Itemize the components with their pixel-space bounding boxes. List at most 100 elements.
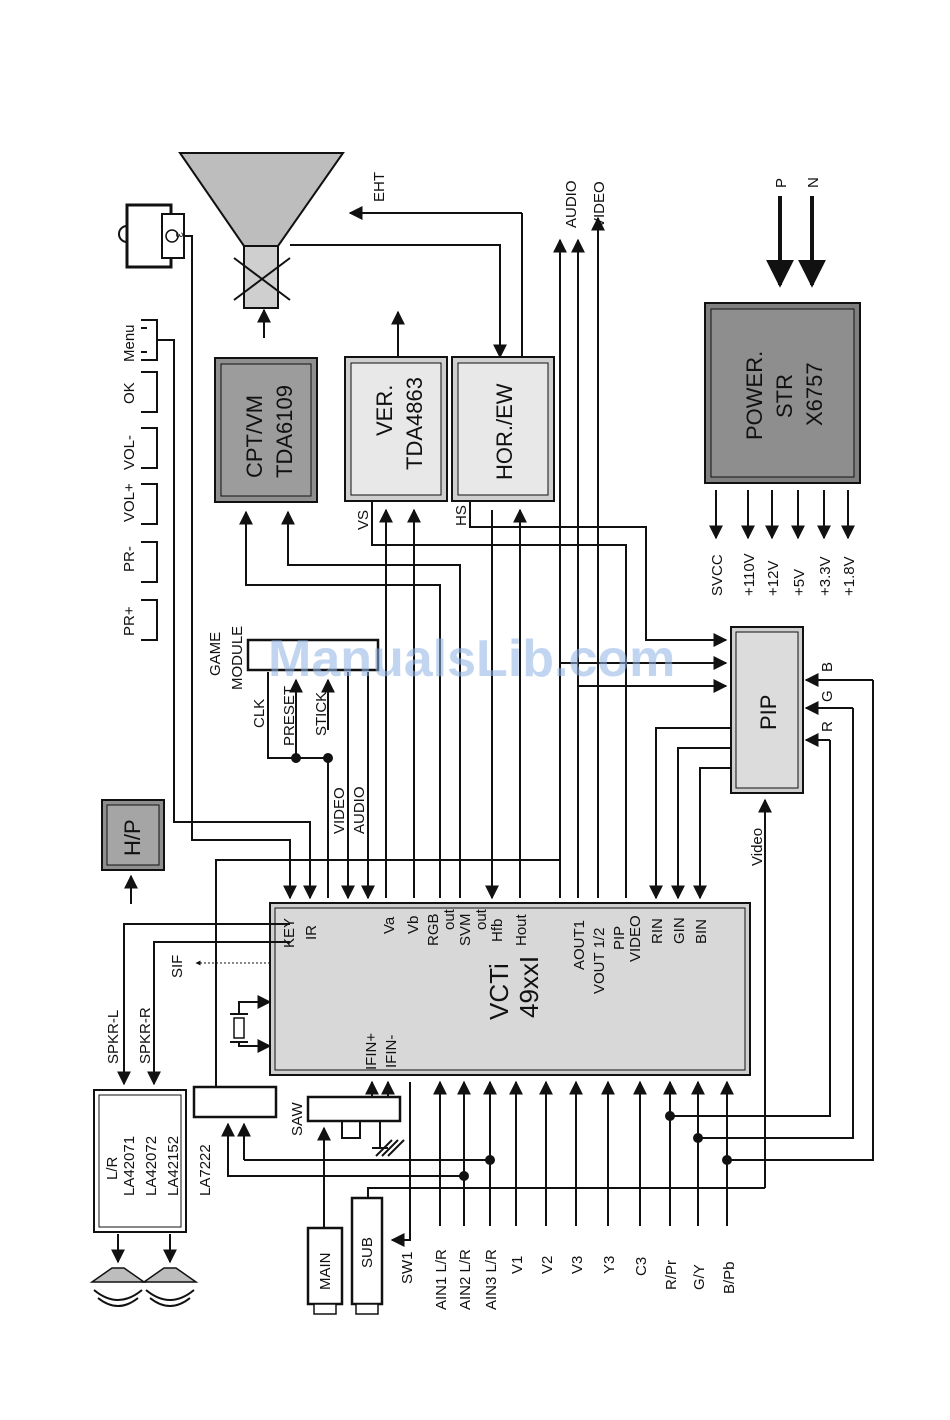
main-label: MAIN [317, 1253, 334, 1291]
key-label-3: VOL+ [121, 483, 138, 522]
game-line2: MODULE [229, 626, 246, 690]
cpt-vm-block [214, 357, 318, 503]
pin-ir: IR [303, 925, 320, 940]
sw1-label: SW1 [399, 1251, 416, 1284]
pip-b-label: B [819, 662, 836, 672]
input-label-9: G/Y [691, 1264, 708, 1290]
la7222-block [192, 1085, 278, 1119]
sub-label: SUB [359, 1237, 376, 1268]
vs-label: VS [355, 510, 372, 530]
rail-label-1: +110V [741, 553, 758, 596]
input-label-7: C3 [633, 1257, 650, 1276]
rail-label-5: +1.8V [841, 556, 858, 596]
amp-line1: L/R [104, 1156, 121, 1180]
pip-block [730, 626, 804, 794]
pin-aout1: AOUT1 [571, 920, 588, 970]
hor-line1: HOR./EW [492, 383, 517, 480]
eht-line [348, 206, 523, 357]
input-label-4: V2 [539, 1256, 556, 1274]
pin-svm: SVM [457, 913, 474, 946]
input-label-3: V1 [509, 1256, 526, 1274]
game-audio-label: AUDIO [351, 786, 368, 834]
pip-label: PIP [756, 695, 781, 730]
cpt-line1: CPT/VM [242, 395, 267, 478]
hor-block [451, 356, 555, 502]
crystal [230, 995, 272, 1053]
preset-label: PRESET [281, 686, 298, 746]
vcti-block [269, 902, 751, 1076]
amp-block [93, 1089, 187, 1233]
pin-rin: RIN [649, 918, 666, 944]
clk-label: CLK [251, 699, 268, 728]
key-label-1: OK [121, 382, 138, 404]
ver-line2: TDA4863 [402, 377, 427, 470]
pin-bin: BIN [693, 919, 710, 944]
la7222-label: LA7222 [197, 1144, 214, 1196]
ver-block [344, 356, 448, 502]
rail-label-2: +12V [765, 561, 782, 596]
video-out-label: VIDEO [591, 181, 608, 228]
power-line1: POWER. [742, 351, 767, 440]
pin-rgb: RGB [425, 913, 442, 946]
audio-out-label: AUDIO [563, 180, 580, 228]
hp-label: H/P [120, 819, 145, 856]
cpt-line2: TDA6109 [272, 385, 297, 478]
spkr-r-label: SPKR-R [137, 1007, 154, 1064]
rail-label-3: +5V [791, 569, 808, 596]
n-label: N [805, 177, 822, 188]
input-label-2: AIN3 L/R [483, 1249, 500, 1310]
pin-ifin-plus: IFIN+ [363, 1033, 380, 1070]
saw-filter [306, 1095, 405, 1157]
power-rails [709, 490, 855, 540]
rail-label-4: +3.3V [817, 556, 834, 596]
crt-tube [178, 152, 345, 309]
amp-line2: LA42071 [121, 1136, 138, 1196]
input-label-0: AIN1 L/R [433, 1249, 450, 1310]
speaker-icons [89, 1267, 199, 1307]
watermark: ManualsLib.com [268, 630, 675, 688]
amp-line3: LA42072 [143, 1136, 160, 1196]
key-switches [141, 319, 317, 900]
pin-ifin-minus: IFIN- [383, 1035, 400, 1068]
rail-label-0: SVCC [709, 554, 726, 596]
stick-label: STICK [313, 692, 330, 736]
input-label-5: V3 [569, 1256, 586, 1274]
pin-vout: VOUT 1/2 [591, 928, 608, 994]
pip-g-label: G [819, 690, 836, 702]
pin-pip: PIP [611, 926, 628, 950]
hs-label: HS [453, 505, 470, 526]
pin-pip-video: VIDEO [627, 915, 644, 962]
key-label-0: Menu [121, 324, 138, 362]
input-lines [244, 680, 874, 1226]
input-label-6: Y3 [601, 1256, 618, 1274]
pip-r-label: R [819, 721, 836, 732]
sif-label: SIF [169, 955, 186, 978]
p-label: P [773, 178, 790, 188]
ver-line1: VER. [372, 385, 397, 436]
pip-video-label: Video [749, 828, 766, 866]
amp-line4: LA42152 [165, 1136, 182, 1196]
power-line3: X6757 [802, 362, 827, 426]
power-line2: STR [772, 374, 797, 418]
key-label-2: VOL- [121, 435, 138, 470]
pin-key: KEY [281, 918, 298, 948]
input-label-10: B/Pb [721, 1261, 738, 1294]
ir-receiver: 3 [118, 203, 185, 269]
key-label-4: PR- [121, 546, 138, 572]
pin-gin: GIN [671, 917, 688, 944]
game-video-label: VIDEO [331, 787, 348, 834]
game-line1: GAME [207, 632, 224, 676]
pin-va: Va [381, 916, 398, 934]
input-label-1: AIN2 L/R [457, 1249, 474, 1310]
pin-svm-out: out [473, 908, 490, 930]
power-block [704, 302, 861, 484]
tube-pin-label: 3 [173, 232, 184, 238]
vcti-line1: VCTi [484, 963, 514, 1020]
main-tuner [306, 1226, 344, 1315]
vcti-line2: 49xxI [514, 956, 544, 1018]
pin-hfb: Hfb [489, 919, 506, 942]
pin-vb: Vb [405, 916, 422, 934]
saw-label: SAW [289, 1102, 306, 1136]
eht-label: EHT [371, 172, 388, 202]
